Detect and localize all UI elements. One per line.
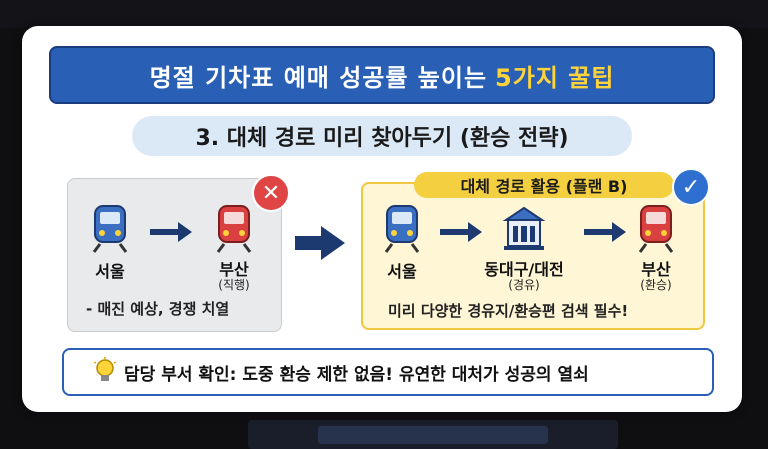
transfer-label: 동대구/대전: [484, 260, 564, 279]
origin-label: 서울: [95, 262, 125, 281]
tip-text: 담당 부서 확인: 도중 환승 제한 없음! 유연한 대처가 성공의 열쇠: [124, 364, 589, 385]
arrow-right-icon: [584, 222, 626, 242]
check-icon: ✓: [672, 168, 710, 206]
blue-train-icon: [384, 205, 420, 253]
red-train-icon: [216, 205, 252, 253]
infographic-card: 명절 기차표 예매 성공률 높이는 5가지 꿀팁 3. 대체 경로 미리 찾아두…: [22, 26, 742, 412]
section-subtitle: 3. 대체 경로 미리 찾아두기 (환승 전략): [132, 116, 632, 156]
blue-train-icon: [92, 205, 128, 253]
red-train-icon: [638, 205, 674, 253]
tip-bar: 담당 부서 확인: 도중 환승 제한 없음! 유연한 대처가 성공의 열쇠: [62, 348, 714, 396]
arrow-right-icon: [440, 222, 482, 242]
alt-destination-label: 부산: [641, 260, 671, 279]
lightbulb-icon: [93, 357, 117, 381]
title-banner: 명절 기차표 예매 성공률 높이는 5가지 꿀팁: [49, 46, 715, 104]
background-footer: [248, 420, 618, 449]
title-main: 명절 기차표 예매 성공률 높이는: [149, 63, 488, 92]
station-icon: [502, 206, 546, 250]
destination-label: 부산: [219, 260, 249, 279]
background-header: [0, 0, 768, 28]
x-icon: ✕: [252, 174, 290, 212]
arrow-right-icon: [150, 222, 192, 242]
transfer-note: (경유): [508, 278, 540, 292]
title-highlight: 5가지 꿀팁: [495, 63, 615, 92]
direct-route-note: - 매진 예상, 경쟁 치열: [86, 300, 230, 318]
alt-origin-label: 서울: [387, 262, 417, 281]
destination-note: (직행): [218, 278, 250, 292]
alt-destination-note: (환승): [640, 278, 672, 292]
background-button: [318, 426, 548, 444]
direct-route-panel: [67, 178, 282, 332]
alternate-route-note: 미리 다양한 경유지/환승편 검색 필수!: [388, 302, 629, 320]
big-arrow-icon: [295, 226, 345, 260]
plan-b-tag: 대체 경로 활용 (플랜 B): [414, 172, 674, 198]
